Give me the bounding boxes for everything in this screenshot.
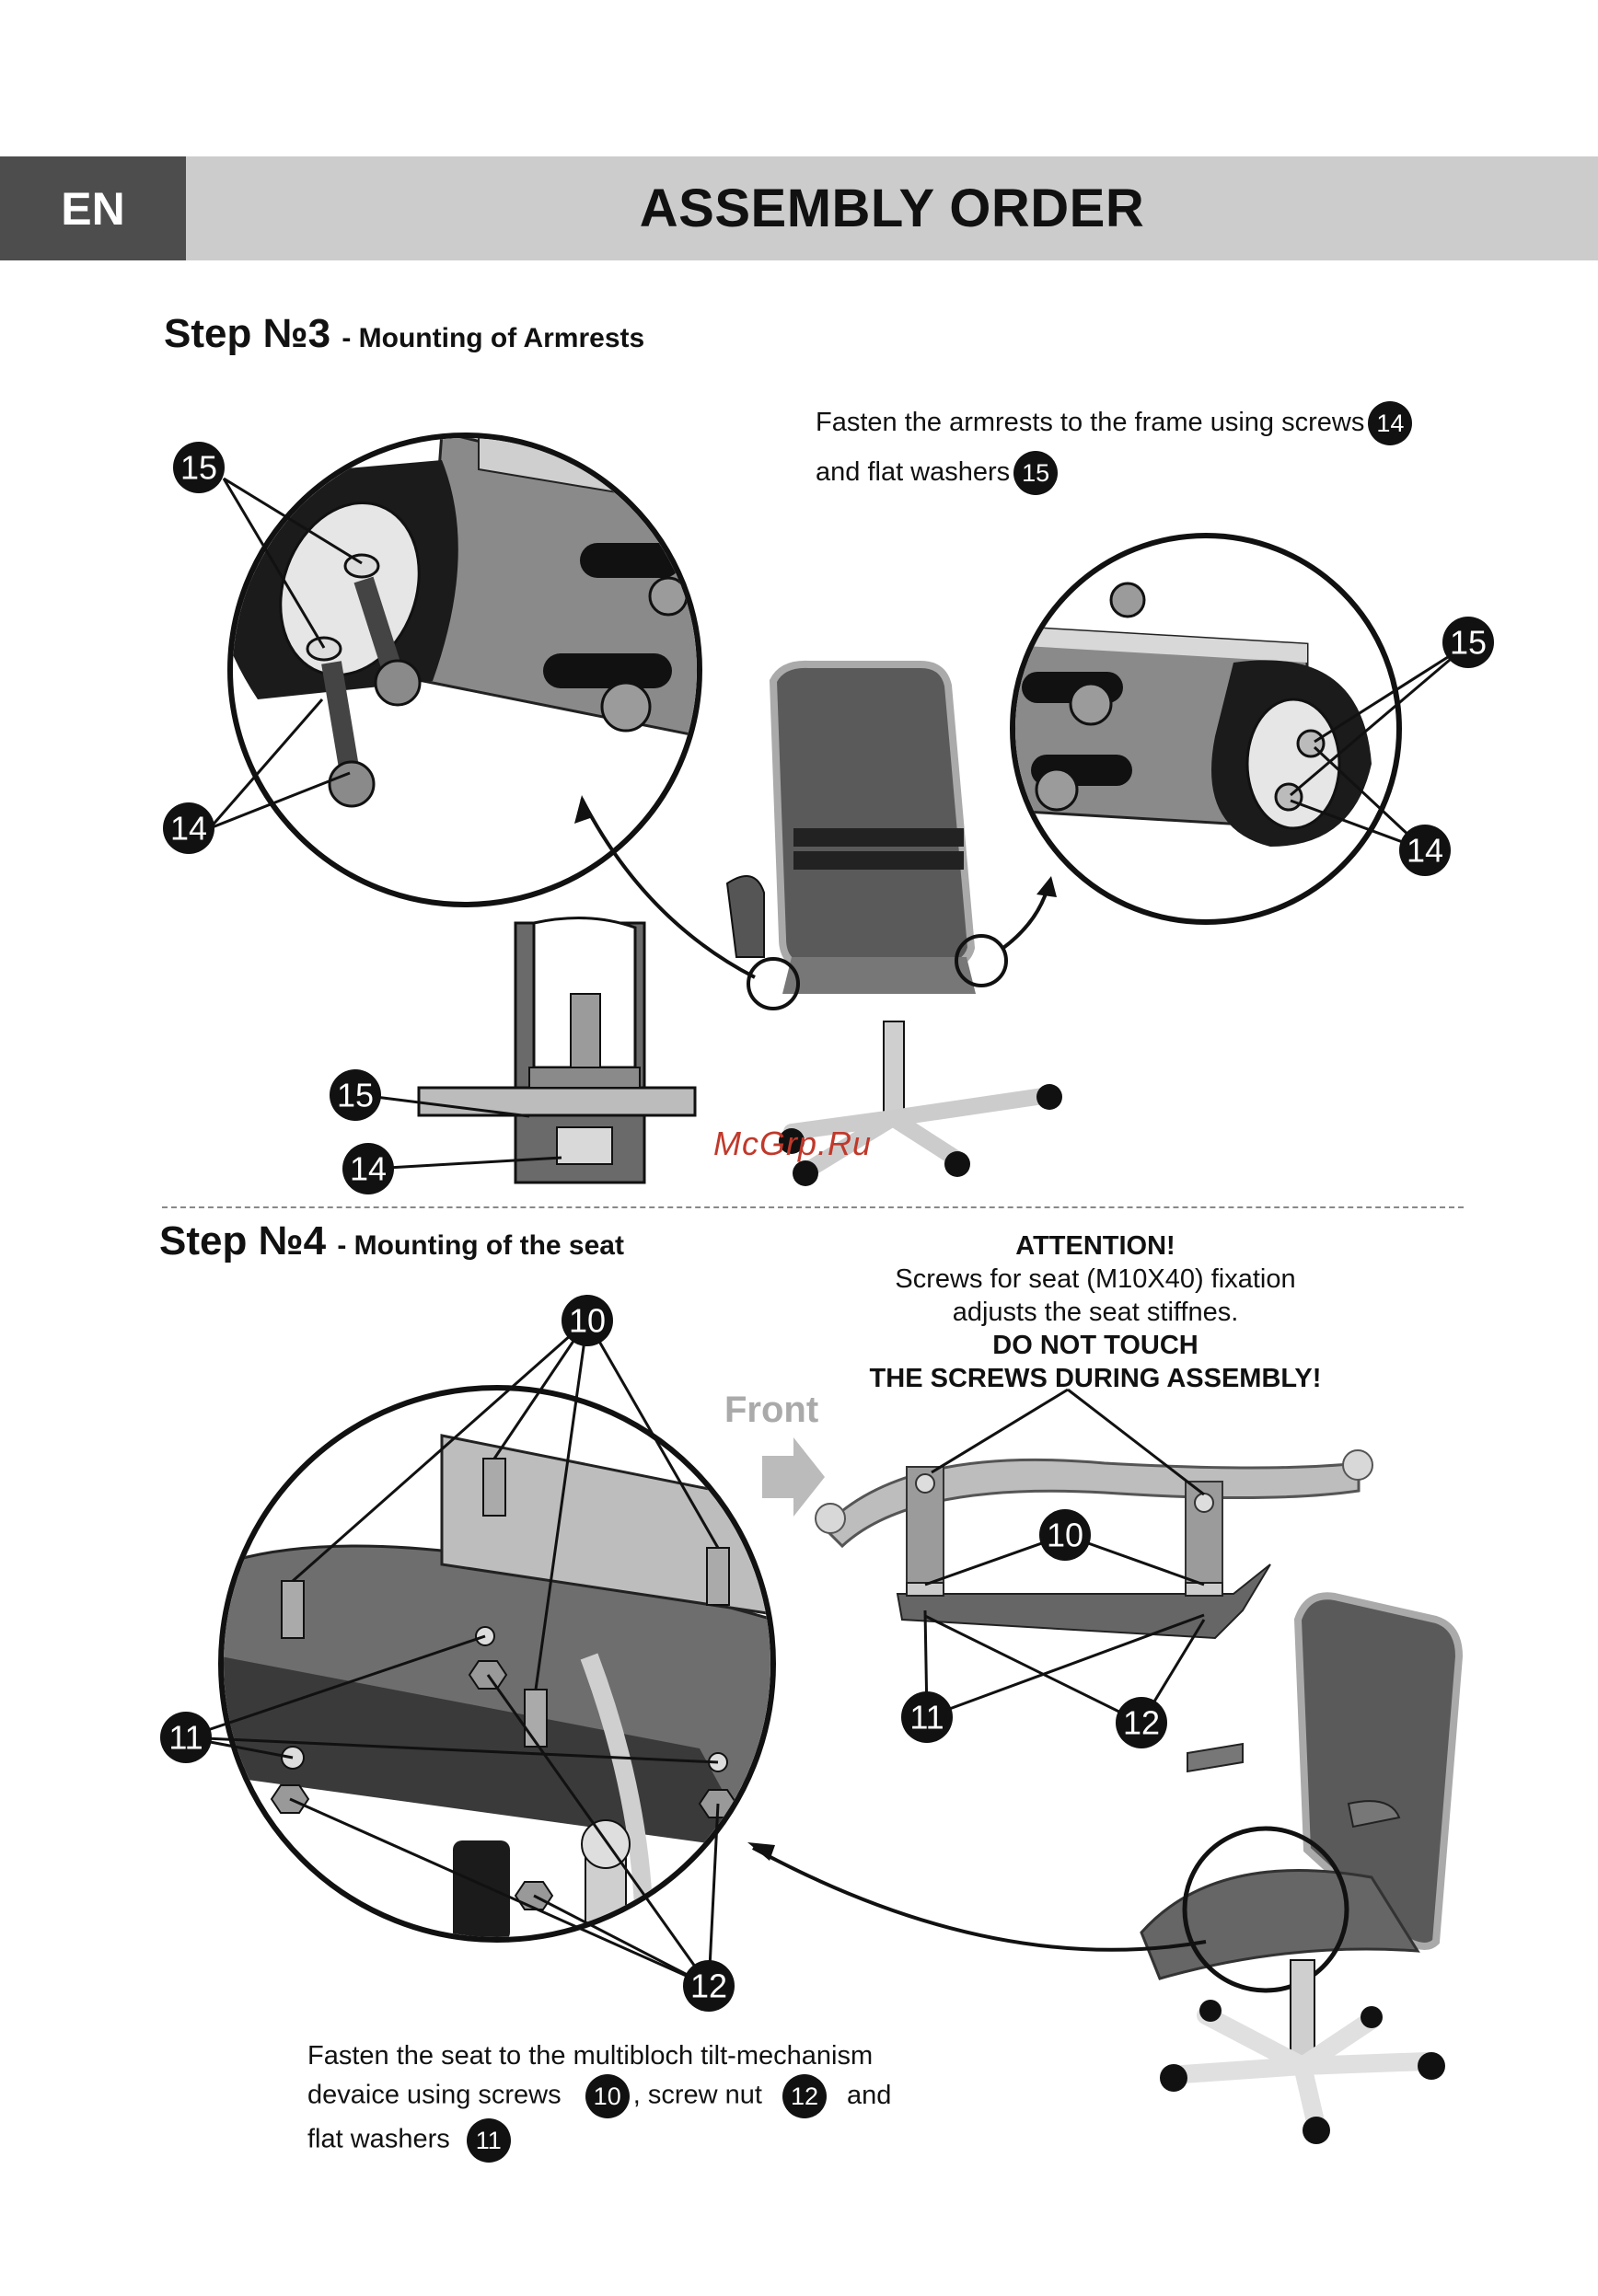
step3-instruction-line2: and flat washers [816, 457, 1011, 487]
step4-number: Step №4 [159, 1218, 327, 1263]
watermark: McGrp.Ru [713, 1125, 873, 1162]
callout-15-section-label: 15 [337, 1077, 374, 1114]
screw-ref-badge: 14 [1368, 401, 1413, 446]
section-divider [162, 1206, 1464, 1208]
callout-14-section [342, 1143, 394, 1194]
step4-title: Step №4 - Mounting of the seat [159, 1218, 624, 1264]
language-badge: EN [0, 156, 186, 260]
attention-line4: THE SCREWS DURING ASSEMBLY! [869, 1364, 1322, 1393]
callout-10-side [1039, 1509, 1091, 1561]
armrest-right-detail: 15 14 [1010, 533, 1494, 925]
step4-subtitle: - Mounting of the seat [337, 1230, 624, 1261]
callout-12-detail-label: 12 [690, 1967, 727, 2005]
attention-line1: Screws for seat (M10X40) fixation [895, 1264, 1296, 1294]
callout-14-section-label: 14 [350, 1150, 387, 1188]
callout-14-right-label: 14 [1407, 832, 1443, 870]
header-band [0, 156, 1598, 260]
step4-instruction-line2b: , screw nut [632, 2080, 762, 2110]
callout-10-detail [562, 1295, 613, 1346]
step3-subtitle: - Mounting of Armrests [342, 323, 645, 353]
step4-instruction-line3: flat washers [307, 2124, 450, 2154]
armrest-left-detail: 15 14 [163, 433, 702, 907]
screw-10-badge: 10 [585, 2074, 630, 2118]
callout-10-side-label: 10 [1047, 1517, 1083, 1554]
step3-illustration: 15 14 15 14 [163, 433, 1494, 1194]
callout-14-left-label: 14 [170, 810, 207, 848]
office-chair-illustration [574, 660, 1062, 1186]
washer-ref-badge: 15 [1013, 451, 1059, 496]
callout-15-right-label: 15 [1450, 624, 1487, 662]
callout-15-left-label: 15 [180, 449, 217, 487]
office-chair-illustration-2 [747, 1592, 1464, 2144]
page-title: ASSEMBLY ORDER [639, 179, 1145, 238]
callout-14-left [163, 802, 214, 854]
step4-instruction-line1: Fasten the seat to the multibloch tilt-m… [307, 2041, 874, 2071]
callout-10-detail-label: 10 [569, 1302, 606, 1340]
callout-15-right [1442, 617, 1494, 668]
step4-illustration: 10 11 12 10 11 12 [160, 1295, 1464, 2144]
attention-note: ATTENTION! Screws for seat (M10X40) fixa… [810, 1229, 1381, 1395]
step3-number: Step №3 [164, 311, 331, 356]
armrest-section-detail: 15 14 [330, 917, 697, 1194]
callout-15-section [330, 1069, 381, 1121]
step3-title: Step №3 - Mounting of Armrests [164, 311, 644, 357]
callout-12-detail [683, 1960, 735, 2012]
callout-11-side-label: 11 [909, 1699, 944, 1736]
callout-15-left [173, 442, 225, 493]
callout-14-right [1399, 825, 1451, 876]
attention-line2: adjusts the seat stiffnes. [952, 1298, 1239, 1327]
step4-instruction-line2a: devaice using screws [307, 2080, 562, 2110]
front-label: Front [724, 1390, 819, 1430]
washer-11-badge: 11 [466, 2118, 511, 2163]
step3-instruction: Fasten the armrests to the frame using s… [816, 398, 1416, 497]
callout-12-side [1116, 1697, 1167, 1748]
front-arrow-icon [762, 1437, 825, 1517]
callout-11-detail-label: 11 [168, 1719, 203, 1757]
attention-title: ATTENTION! [1015, 1231, 1175, 1261]
attention-line3: DO NOT TOUCH [992, 1331, 1198, 1360]
nut-12-badge: 12 [782, 2074, 827, 2118]
callout-11-detail [160, 1712, 212, 1763]
callout-12-side-label: 12 [1123, 1704, 1160, 1742]
callout-11-side [901, 1691, 953, 1743]
seat-mechanism-detail: 10 11 12 [160, 1295, 776, 2012]
seat-side-view: 10 11 12 [815, 1388, 1373, 1748]
step3-instruction-line1: Fasten the armrests to the frame using s… [816, 408, 1365, 437]
step4-instruction: Fasten the seat to the multibloch tilt-m… [307, 2037, 891, 2163]
step4-instruction-line2c: and [847, 2080, 892, 2110]
